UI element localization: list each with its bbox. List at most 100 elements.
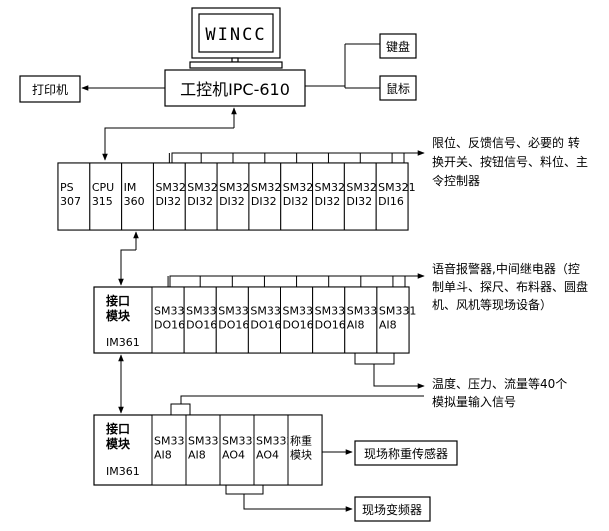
- rack3-interface-model: IM361: [106, 465, 140, 478]
- rack2-module-8-line2: AI8: [379, 319, 397, 332]
- rack2-module-3-line2: DO16: [218, 319, 249, 332]
- rack1-module-6-line1: SM321: [219, 181, 256, 194]
- im360-im361-link: [118, 231, 139, 286]
- mouse-label: 鼠标: [386, 82, 410, 96]
- rack1-module-7-line1: SM321: [251, 181, 288, 194]
- rack-3: 接口 模块 IM361 SM331AI8SM331AI8SM332AO4SM33…: [93, 395, 458, 522]
- ipc-610: 工控机IPC-610: [164, 69, 306, 107]
- rack1-module-9-line2: DI32: [315, 195, 341, 208]
- rack3-module-3-line1: SM332: [222, 434, 259, 447]
- rack2-note-line-2: 制单斗、探尺、布料器、圆盘: [432, 279, 588, 294]
- vfd-box: [354, 496, 431, 522]
- rack1-module-3-line2: 360: [124, 195, 145, 208]
- rack2-module-1-line1: SM332: [154, 305, 191, 318]
- rack1-module-10-line1: SM321: [346, 181, 383, 194]
- rack1-module-5-line1: SM321: [187, 181, 224, 194]
- rack2-module-1-line2: DO16: [154, 319, 185, 332]
- rack3-module-4-line2: AO4: [256, 448, 279, 461]
- printer-box: 打印机: [19, 75, 81, 103]
- rack2-module-3-line1: SM332: [218, 305, 255, 318]
- rack1-module-1-line2: 307: [60, 195, 81, 208]
- rack2-module-6-line2: DO16: [315, 319, 346, 332]
- rack1-module-8-line2: DI32: [283, 195, 309, 208]
- rack3-module-4-line1: SM332: [256, 434, 293, 447]
- rack2-module-4-line2: DO16: [250, 319, 281, 332]
- keyboard-label: 键盘: [386, 39, 410, 54]
- rack1-module-8-line1: SM321: [283, 181, 320, 194]
- rack3-module-2-line2: AI8: [188, 448, 206, 461]
- rack3-module-5-line2: 模块: [290, 448, 312, 461]
- rack3-interface-line-1: 接口: [106, 421, 130, 436]
- rack2-module-2-line1: SM332: [186, 305, 223, 318]
- rack2-module-5-line2: DO16: [283, 319, 314, 332]
- ipc-cpu-link: [102, 107, 237, 161]
- peripheral-wires: [81, 43, 380, 91]
- rack2-analog-note-line-2: 模拟量输入信号: [432, 394, 516, 409]
- rack2-module-7-line1: SM331: [347, 305, 384, 318]
- weigh-sensor-box: [354, 440, 458, 466]
- rack1-module-3-line1: IM: [124, 181, 137, 194]
- vfd-label: 现场变频器: [362, 502, 422, 517]
- wincc-monitor: WINCC: [189, 7, 283, 69]
- rack1-module-5-line2: DI32: [187, 195, 213, 208]
- rack2-interface-line-1: 接口: [106, 293, 130, 308]
- rack1-module-1-line1: PS: [60, 181, 74, 194]
- rack3-module-2-line1: SM331: [188, 434, 225, 447]
- rack1-module-11-line2: DI16: [378, 195, 404, 208]
- rack1-note-line-1: 限位、反馈信号、必要的 转: [432, 135, 580, 150]
- rack1-module-7-line2: DI32: [251, 195, 277, 208]
- wincc-label: WINCC: [205, 25, 266, 45]
- rack1-module-9-line1: SM321: [315, 181, 352, 194]
- rack1-note-line-2: 换开关、按钮信号、料位、主: [432, 154, 588, 169]
- rack-2: 接口 模块 IM361 SM332DO16SM332DO16SM332DO16S…: [93, 261, 588, 409]
- rack1-module-2-line1: CPU: [92, 181, 114, 194]
- rack-1: PS307CPU315IM360SM321DI32SM321DI32SM321D…: [57, 135, 588, 231]
- rack1-module-4-line1: SM321: [155, 181, 192, 194]
- rack2-module-5-line1: SM332: [283, 305, 320, 318]
- ipc-label: 工控机IPC-610: [180, 80, 290, 99]
- rack2-module-4-line1: SM332: [250, 305, 287, 318]
- keyboard-box: 键盘: [379, 33, 417, 59]
- rack3-module-1-line1: SM331: [154, 434, 191, 447]
- rack2-analog-note-line-1: 温度、压力、流量等40个: [432, 376, 567, 391]
- mouse-box: 鼠标: [379, 75, 417, 101]
- rack1-module-11-line1: SM321: [378, 181, 415, 194]
- rack3-module-3-line2: AO4: [222, 448, 245, 461]
- rack2-interface-line-2: 模块: [106, 308, 131, 323]
- weigh-sensor-label: 现场称重传感器: [364, 446, 448, 461]
- rack1-note-line-3: 令控制器: [432, 173, 480, 188]
- rack2-module-8-line1: SM331: [379, 305, 416, 318]
- rack1-module-4-line2: DI32: [155, 195, 181, 208]
- rack3-module-5-line1: 称重: [290, 433, 312, 447]
- rack2-note-line-1: 语音报警器,中间继电器（控: [432, 261, 580, 276]
- rack1-module-10-line2: DI32: [346, 195, 372, 208]
- rack1-module-2-line2: 315: [92, 195, 113, 208]
- rack3-module-1-line2: AI8: [154, 448, 172, 461]
- rack2-interface-model: IM361: [106, 336, 140, 349]
- printer-label: 打印机: [32, 83, 68, 97]
- rack3-interface-line-2: 模块: [106, 436, 131, 451]
- rack2-module-6-line1: SM332: [315, 305, 352, 318]
